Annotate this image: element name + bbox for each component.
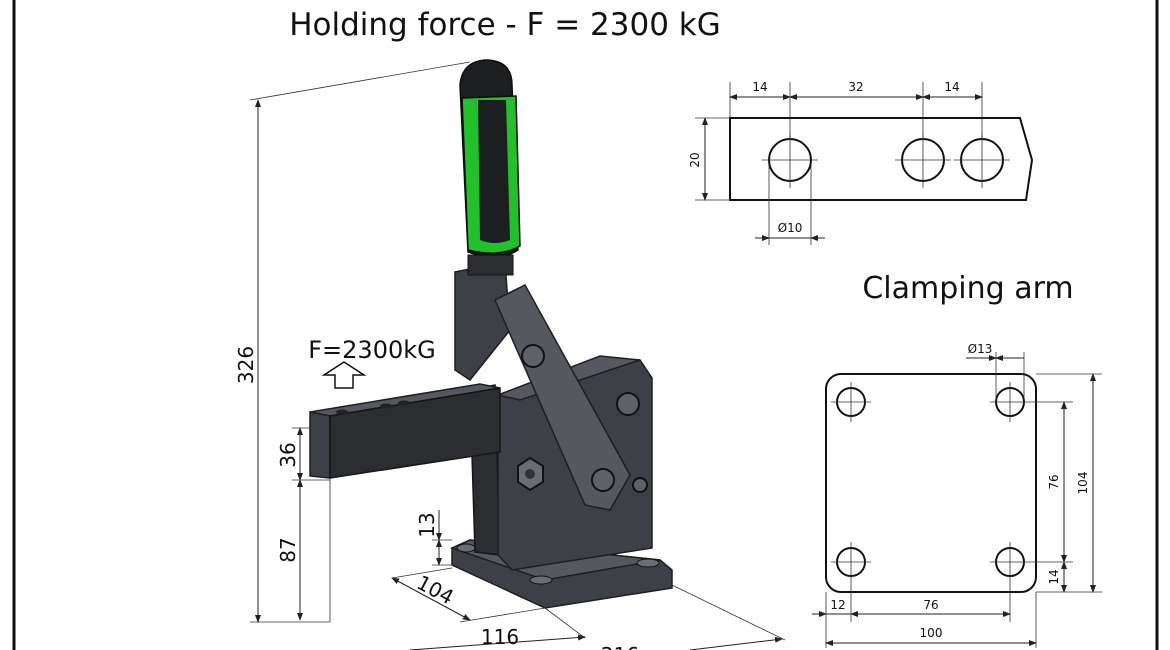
force-label: F=2300kG bbox=[308, 336, 436, 364]
dim-base-width: 116 bbox=[481, 625, 519, 649]
clamping-arm-outline bbox=[729, 117, 1034, 201]
dim-overall-length: 216 bbox=[601, 643, 639, 650]
clamp-dimensions: 326 36 87 13 104 116 216 bbox=[234, 61, 786, 650]
base-plate-detail: 104 76 14 12 76 100 Ø13 bbox=[812, 342, 1102, 648]
dim-plate-height: 104 bbox=[1076, 472, 1090, 495]
dim-base-depth: 104 bbox=[413, 570, 458, 609]
dim-arm-height: 36 bbox=[276, 442, 300, 467]
dim-plate-offset-h: 12 bbox=[830, 598, 845, 612]
base-plate-outline bbox=[825, 373, 1037, 593]
dim-arm-middle: 32 bbox=[848, 80, 863, 94]
dim-arm-right: 14 bbox=[944, 80, 959, 94]
toggle-clamp-illustration bbox=[309, 59, 673, 609]
dim-arm-elevation: 87 bbox=[276, 537, 300, 562]
dim-arm-hole: Ø10 bbox=[778, 221, 803, 235]
dim-plate-hole-spacing-h: 76 bbox=[923, 598, 938, 612]
up-arrow-icon bbox=[321, 361, 367, 389]
dim-overall-height: 326 bbox=[234, 346, 258, 384]
dim-plate-hole: Ø13 bbox=[968, 342, 993, 356]
clamping-arm-label: Clamping arm bbox=[862, 271, 1073, 306]
clamping-arm-holes bbox=[762, 132, 1010, 188]
drawing-title: Holding force - F = 2300 kG bbox=[289, 7, 721, 43]
clamping-arm-detail: 14 32 14 20 Ø10 bbox=[688, 80, 1034, 245]
clamp-bar bbox=[329, 387, 501, 479]
dim-plate-offset-v: 14 bbox=[1047, 569, 1061, 584]
dim-plate-hole-spacing-v: 76 bbox=[1047, 474, 1061, 489]
force-indicator: F=2300kG bbox=[308, 336, 436, 389]
clamp-lever bbox=[494, 284, 631, 511]
base-plate-holes bbox=[831, 382, 1073, 622]
dim-plate-width: 100 bbox=[920, 626, 943, 640]
dim-base-thickness: 13 bbox=[415, 512, 439, 537]
dim-arm-left: 14 bbox=[752, 80, 767, 94]
dim-arm-height: 20 bbox=[688, 152, 702, 167]
